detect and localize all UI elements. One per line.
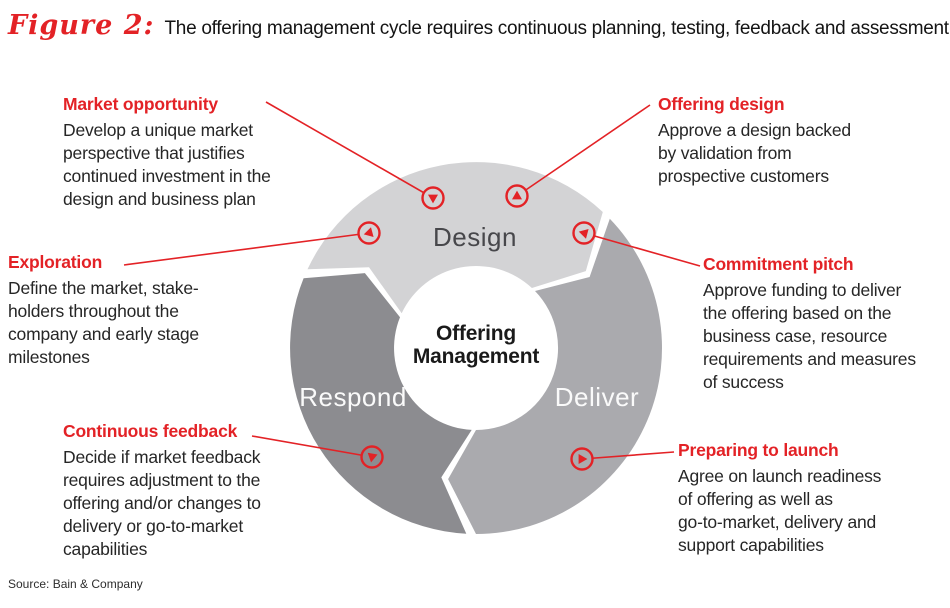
callout-exploration-title: Exploration bbox=[8, 252, 103, 272]
callout-commitment-pitch: Commitment pitch Approve funding to deli… bbox=[703, 254, 948, 394]
connector-offering-design bbox=[516, 104, 651, 197]
callout-market-opportunity-body: Develop a unique market perspective that… bbox=[63, 120, 271, 209]
segment-respond bbox=[290, 273, 472, 534]
callout-market-opportunity-title: Market opportunity bbox=[63, 94, 218, 114]
figure-label: Figure 2: bbox=[8, 10, 155, 41]
segment-design-label: Design bbox=[433, 222, 517, 252]
connector-preparing-to-launch bbox=[581, 451, 675, 460]
figure-title: The offering management cycle requires c… bbox=[164, 18, 950, 39]
gate-arrow-left-icon bbox=[357, 221, 381, 245]
gate-arrow-up-icon bbox=[505, 184, 529, 208]
gate-arrow-right-icon bbox=[570, 447, 594, 471]
gate-arrow-down2-icon bbox=[360, 445, 384, 469]
callout-offering-design-title: Offering design bbox=[658, 94, 785, 114]
figure-header: Figure 2: The offering management cycle … bbox=[8, 10, 949, 41]
segment-deliver-label: Deliver bbox=[555, 382, 639, 412]
center-label-line2: Management bbox=[413, 345, 540, 368]
callout-market-opportunity: Market opportunity Develop a unique mark… bbox=[63, 94, 363, 211]
callout-continuous-feedback-body: Decide if market feedback requires adjus… bbox=[63, 447, 261, 559]
callout-commitment-pitch-title: Commitment pitch bbox=[703, 254, 854, 274]
connector-market-opportunity bbox=[265, 101, 434, 199]
callout-exploration: Exploration Define the market, stake- ho… bbox=[8, 252, 308, 369]
callout-preparing-to-launch-title: Preparing to launch bbox=[678, 440, 839, 460]
connector-continuous-feedback bbox=[251, 435, 373, 458]
callout-commitment-pitch-body: Approve funding to deliver the offering … bbox=[703, 280, 916, 392]
callout-offering-design-body: Approve a design backed by validation fr… bbox=[658, 120, 851, 186]
segment-respond-label: Respond bbox=[299, 382, 407, 412]
callout-preparing-to-launch-body: Agree on launch readiness of offering as… bbox=[678, 466, 882, 555]
callout-continuous-feedback: Continuous feedback Decide if market fee… bbox=[63, 421, 363, 561]
center-label-line1: Offering bbox=[436, 322, 516, 345]
gate-arrow-down-icon bbox=[421, 186, 445, 210]
callout-continuous-feedback-title: Continuous feedback bbox=[63, 421, 238, 441]
callout-preparing-to-launch: Preparing to launch Agree on launch read… bbox=[678, 440, 948, 557]
segment-deliver bbox=[448, 218, 662, 535]
callout-offering-design: Offering design Approve a design backed … bbox=[658, 94, 950, 188]
segment-design bbox=[307, 162, 603, 314]
connector-commitment-pitch bbox=[583, 232, 701, 267]
connector-exploration bbox=[123, 232, 370, 266]
gate-arrow-left2-icon bbox=[572, 221, 596, 245]
callout-exploration-body: Define the market, stake- holders throug… bbox=[8, 278, 199, 367]
source-note: Source: Bain & Company bbox=[8, 577, 143, 591]
